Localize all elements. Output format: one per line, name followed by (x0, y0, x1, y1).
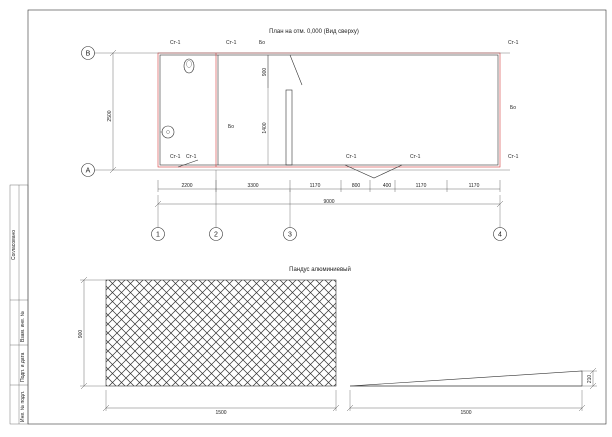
axis-col-4-label: 4 (498, 232, 502, 239)
axis-row-a-bubble (81, 163, 95, 177)
stamp-label-3: Взам. инв. № (20, 311, 26, 342)
label-st1-a: Ст-1 (170, 40, 181, 46)
label-st1-g: Ст-1 (410, 154, 421, 160)
toilet-icon (183, 58, 195, 74)
axis-col-3-bubble (283, 227, 297, 241)
dim-seg3: 1170 (310, 183, 321, 189)
sink-icon (161, 125, 175, 139)
panel-width: 1500 (215, 410, 226, 416)
axis-col-2-label: 2 (214, 232, 218, 239)
ramp-panel-mesh (105, 279, 337, 387)
label-st1-e: Ст-1 (186, 154, 197, 160)
small-door-swing (177, 159, 199, 168)
ramp-length: 1500 (460, 410, 471, 416)
dim-height-total: 2500 (107, 110, 113, 121)
dim-seg4: 800 (352, 183, 361, 189)
door-swing (289, 54, 303, 86)
label-st1-b: Ст-1 (226, 40, 237, 46)
dim-seg7: 1170 (469, 183, 480, 189)
panel-title: Пандус алюминиевый (289, 266, 351, 273)
stamp-label-1: Инв. № подл. (20, 391, 26, 422)
dim-total: 9000 (323, 199, 334, 205)
label-st1-c: Ст-1 (508, 40, 519, 46)
plan-title: План на отм. 0,000 (Вид сверху) (269, 29, 359, 35)
label-st1-h: Ст-1 (508, 154, 519, 160)
dim-seg6: 1170 (416, 183, 427, 189)
label-st1-d: Ст-1 (170, 154, 181, 160)
axis-row-b-label: В (86, 51, 91, 58)
door-leaf (285, 89, 293, 166)
entrance-notch (344, 164, 403, 179)
axis-col-3-label: 3 (288, 232, 292, 239)
building-outline (157, 52, 501, 168)
axis-col-4-bubble (493, 227, 507, 241)
dim-seg1: 2200 (181, 183, 192, 189)
building-inner-outline (159, 54, 499, 166)
dim-seg2: 3300 (247, 183, 258, 189)
label-bo-right: Бо (510, 105, 516, 111)
label-st1-f: Ст-1 (346, 154, 357, 160)
axis-row-b-bubble (81, 46, 95, 60)
stamp-label-4: Согласовано (11, 230, 17, 260)
stamp-label-2: Подп. и дата (20, 352, 26, 382)
axis-row-a-label: А (86, 168, 91, 175)
ramp-side-profile (349, 370, 583, 387)
dim-door-height: 1400 (262, 122, 268, 133)
axis-col-2-bubble (209, 227, 223, 241)
dim-door-top: 900 (262, 68, 268, 77)
dim-seg5: 400 (383, 183, 392, 189)
panel-height: 900 (78, 330, 84, 339)
label-bo-top: Бо (259, 40, 265, 46)
axis-col-1-bubble (151, 227, 165, 241)
label-bo-mid: Бо (228, 124, 234, 130)
ramp-rise: 210 (587, 375, 593, 384)
axis-col-1-label: 1 (156, 232, 160, 239)
